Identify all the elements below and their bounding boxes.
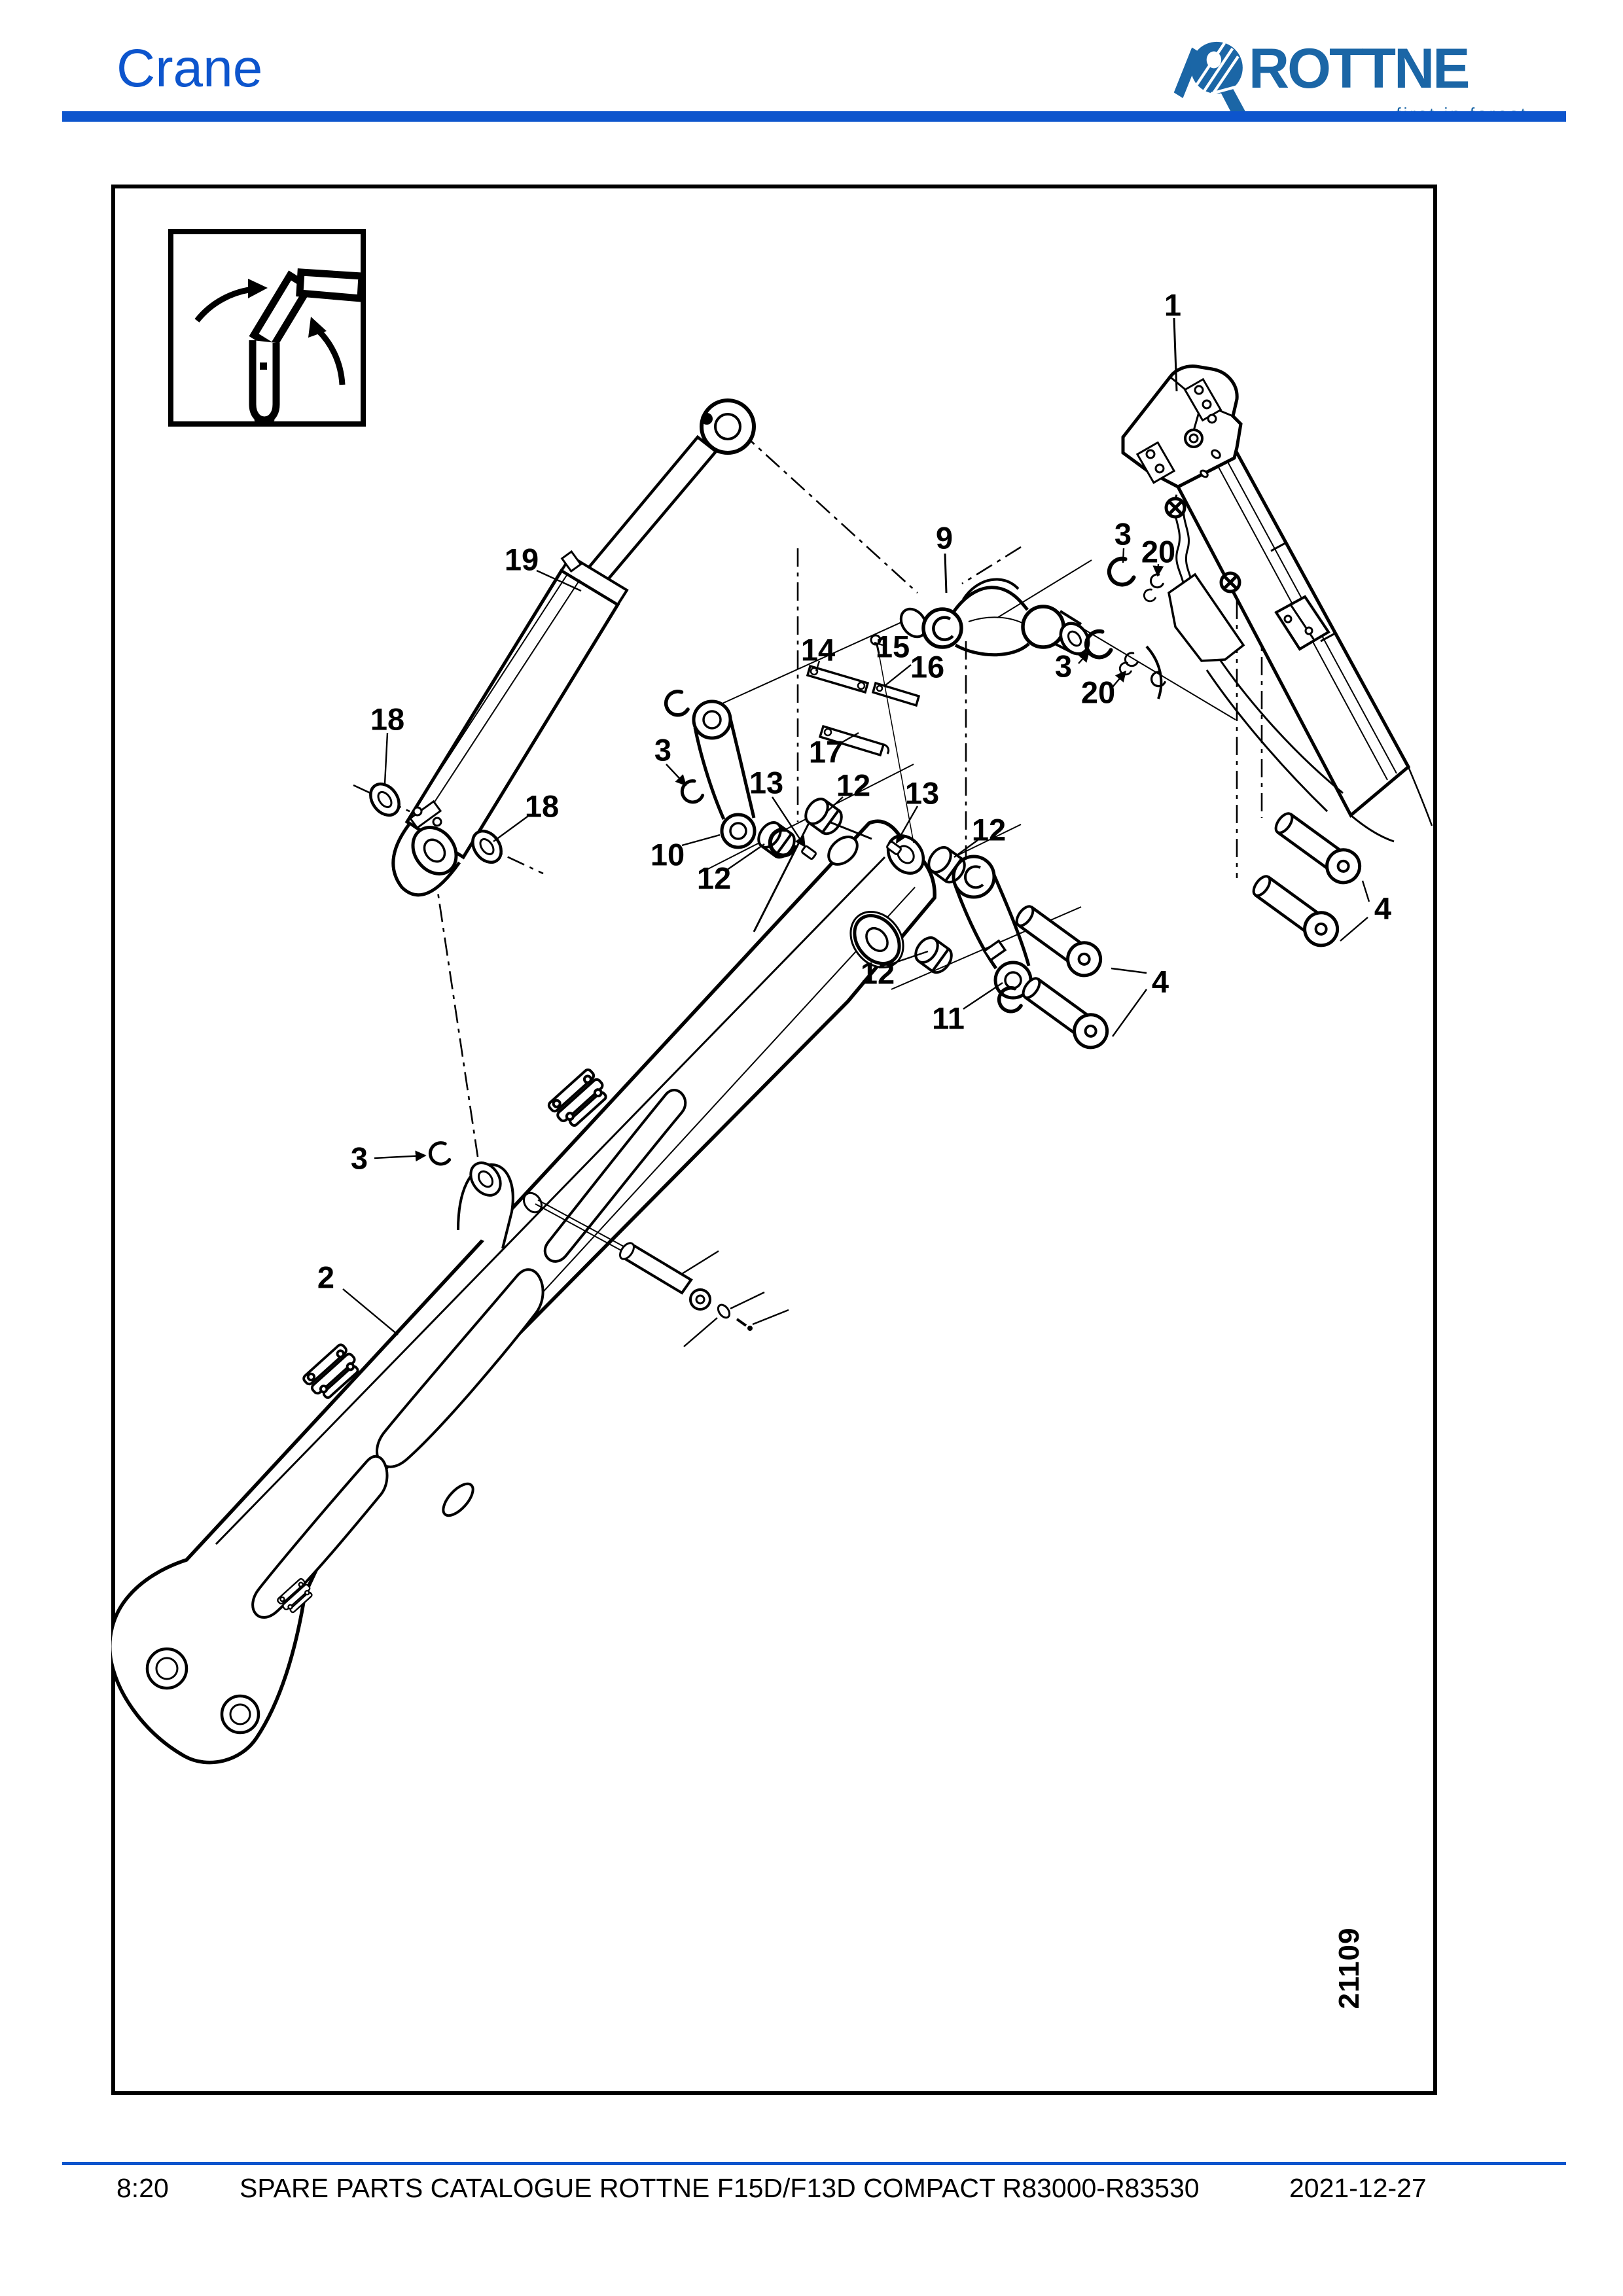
footer-page-ref: 8:20 bbox=[116, 2173, 169, 2203]
inset-thumbnail bbox=[168, 229, 366, 427]
leader-lines bbox=[342, 317, 1370, 1347]
part-link-11 bbox=[952, 855, 1033, 1015]
page-title: Crane bbox=[116, 39, 263, 98]
part-grease-pipe bbox=[522, 1192, 753, 1331]
part-lift-cylinder bbox=[391, 398, 756, 897]
footer-date: 2021-12-27 bbox=[1289, 2173, 1427, 2203]
crane-pictogram-icon bbox=[194, 268, 361, 421]
rottne-logo-mark-icon bbox=[1173, 41, 1246, 118]
part-main-boom bbox=[111, 814, 936, 1765]
part-pins bbox=[1010, 806, 1366, 1053]
footer-rule bbox=[62, 2162, 1566, 2165]
part-outer-boom bbox=[1121, 364, 1433, 843]
part-bushings bbox=[754, 795, 969, 977]
exploded-view-drawing bbox=[111, 317, 1433, 1765]
part-link-9 bbox=[899, 578, 1090, 657]
footer-catalogue-title: SPARE PARTS CATALOGUE ROTTNE F15D/F13D C… bbox=[240, 2173, 1200, 2203]
drawing-number-label: 21109 bbox=[1333, 1927, 1365, 2009]
logo-wordmark: ROTTNE bbox=[1249, 37, 1471, 100]
header-rule bbox=[62, 111, 1566, 122]
part-washer-18a bbox=[365, 779, 404, 821]
rottne-logo: ROTTNE first in forest bbox=[1173, 35, 1529, 124]
part-link-10 bbox=[692, 699, 757, 849]
